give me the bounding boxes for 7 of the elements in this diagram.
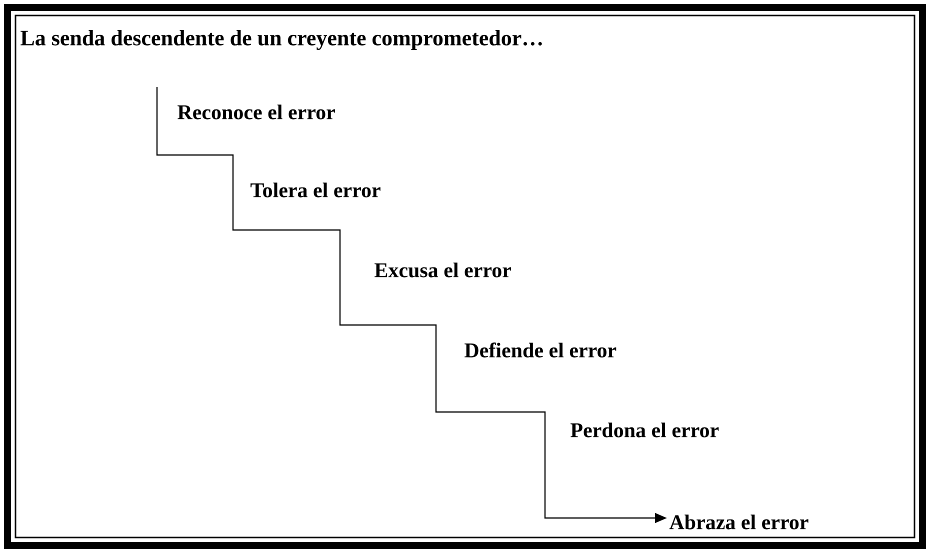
step-label: Perdona el error <box>570 422 719 438</box>
step-label: Excusa el error <box>374 262 511 278</box>
step-label: Defiende el error <box>464 342 616 358</box>
step-label: Reconoce el error <box>178 104 335 120</box>
step-label: Tolera el error <box>250 182 380 198</box>
title: La senda descendente de un creyente comprometedor… <box>20 30 542 50</box>
step-label: Abraza el error <box>669 514 808 530</box>
